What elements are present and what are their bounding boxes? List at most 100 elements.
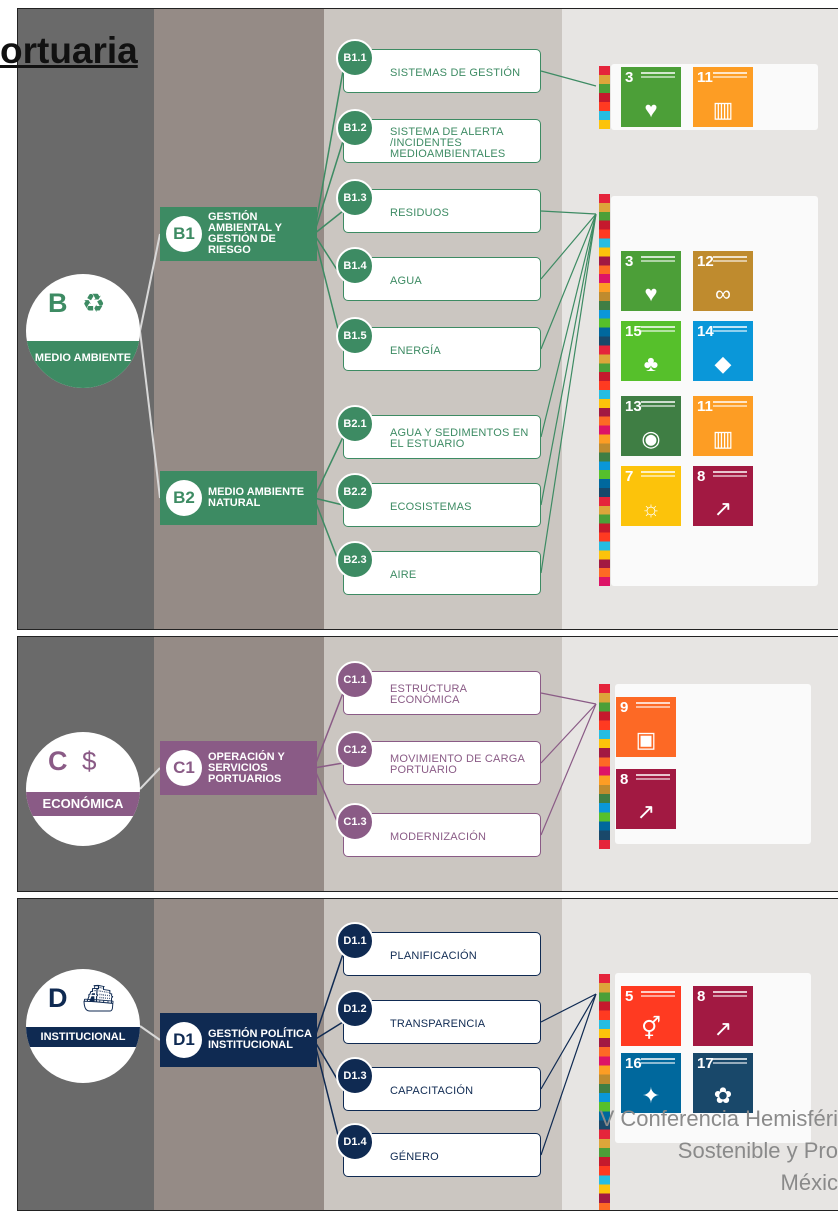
eye-icon: ◉ bbox=[641, 426, 661, 451]
sdg-caption-lines bbox=[713, 471, 747, 473]
sdg-tile-15[interactable]: 15♣ bbox=[621, 321, 681, 381]
sdg-tile-3[interactable]: 3♥ bbox=[621, 67, 681, 127]
sdg-tile-8[interactable]: 8↗ bbox=[693, 466, 753, 526]
sdg-tile-8[interactable]: 8↗ bbox=[616, 769, 676, 829]
sdg-caption-lines bbox=[641, 471, 675, 473]
sdg-tile-17[interactable]: 17✿ bbox=[693, 1053, 753, 1113]
category-label: MEDIO AMBIENTE bbox=[26, 341, 140, 388]
sdg-color-stripe bbox=[599, 684, 610, 849]
item-label: SISTEMA DE ALERTA /INCIDENTES MEDIOAMBIE… bbox=[390, 125, 506, 160]
group-label: OPERACIÓN Y SERVICIOS PORTUARIOS bbox=[208, 750, 285, 785]
sdg-number: 11 bbox=[697, 398, 713, 415]
sdg-tile-8[interactable]: 8↗ bbox=[693, 986, 753, 1046]
item-code-badge: B1.4 bbox=[336, 247, 374, 285]
sdg-color-stripe bbox=[599, 194, 610, 586]
sdg-caption-lines bbox=[713, 991, 747, 993]
sdg-tile-11[interactable]: 11▥ bbox=[693, 67, 753, 127]
sdg-tile-7[interactable]: 7☼ bbox=[621, 466, 681, 526]
item-label: AIRE bbox=[390, 568, 417, 581]
sdg-tile-14[interactable]: 14◆ bbox=[693, 321, 753, 381]
connector-line bbox=[540, 993, 597, 1023]
dove-icon: ✦ bbox=[641, 1083, 661, 1108]
growth-icon: ↗ bbox=[713, 1016, 733, 1041]
group-code: B2 bbox=[166, 480, 202, 516]
footer-line-3: Méxic bbox=[780, 1170, 838, 1195]
sdg-tile-13[interactable]: 13◉ bbox=[621, 396, 681, 456]
page-title: ortuaria bbox=[0, 30, 138, 71]
growth-icon: ↗ bbox=[713, 496, 733, 521]
connector-line bbox=[540, 210, 597, 215]
sdg-caption-lines bbox=[713, 401, 747, 403]
item-code-badge: D1.4 bbox=[336, 1123, 374, 1161]
item-b1-2[interactable]: B1.2 SISTEMA DE ALERTA /INCIDENTES MEDIOA… bbox=[336, 109, 541, 163]
connector-line bbox=[313, 1021, 344, 1041]
group-label: GESTIÓN AMBIENTAL Y GESTIÓN DE RIESGO bbox=[208, 211, 282, 256]
fish-icon: ◆ bbox=[714, 351, 732, 376]
connector-line bbox=[540, 703, 597, 836]
sdg-number: 8 bbox=[620, 771, 629, 788]
sdg-number: 17 bbox=[697, 1055, 714, 1072]
sdg-color-stripe bbox=[599, 66, 610, 129]
sdg-number: 12 bbox=[697, 253, 714, 270]
recycle-icon: ♻ bbox=[82, 288, 106, 318]
sdg-caption-lines bbox=[713, 326, 747, 328]
sdg-caption-lines bbox=[641, 401, 675, 403]
connector-line bbox=[313, 210, 344, 235]
heartbeat-icon: ♥ bbox=[644, 97, 658, 122]
item-label: TRANSPARENCIA bbox=[390, 1017, 486, 1030]
connector-line bbox=[139, 1025, 161, 1041]
item-code-badge: B1.2 bbox=[336, 109, 374, 147]
city-icon: ▥ bbox=[712, 426, 734, 451]
sdg-tile-16[interactable]: 16✦ bbox=[621, 1053, 681, 1113]
group-code: C1 bbox=[166, 750, 202, 786]
sdg-caption-lines bbox=[641, 1058, 675, 1060]
connector-line bbox=[540, 213, 597, 350]
item-code-badge: B2.1 bbox=[336, 405, 374, 443]
sdg-tile-11[interactable]: 11 ▥ bbox=[693, 396, 753, 456]
connector-line bbox=[540, 213, 597, 280]
sdg-color-stripe bbox=[599, 974, 610, 1210]
dollar-icon: $ bbox=[82, 746, 97, 776]
item-code-badge: D1.1 bbox=[336, 922, 374, 960]
item-code-badge: B1.3 bbox=[336, 179, 374, 217]
sdg-tile-9[interactable]: 9▣ bbox=[616, 697, 676, 757]
sdg-tile-5[interactable]: 5⚥ bbox=[621, 986, 681, 1046]
category-label: ECONÓMICA bbox=[26, 792, 140, 816]
footer-line-1: V Conferencia Hemisféri bbox=[599, 1106, 838, 1131]
item-code-badge: B2.2 bbox=[336, 473, 374, 511]
column-background bbox=[154, 9, 324, 629]
sdg-number: 7 bbox=[625, 468, 634, 485]
sdg-caption-lines bbox=[641, 991, 675, 993]
item-label: MODERNIZACIÓN bbox=[390, 830, 487, 843]
item-code-badge: B2.3 bbox=[336, 541, 374, 579]
item-code-badge: C1.2 bbox=[336, 731, 374, 769]
growth-icon: ↗ bbox=[636, 799, 656, 824]
heartbeat-icon: ♥ bbox=[644, 281, 658, 306]
gender-icon: ⚥ bbox=[641, 1016, 661, 1041]
sdg-tile-3[interactable]: 3♥ bbox=[621, 251, 681, 311]
sdg-tile-12[interactable]: 12∞ bbox=[693, 251, 753, 311]
tree-icon: ♣ bbox=[643, 351, 659, 376]
sdg-caption-lines bbox=[713, 72, 747, 74]
group-code: D1 bbox=[166, 1022, 202, 1058]
item-code-badge: D1.2 bbox=[336, 990, 374, 1028]
